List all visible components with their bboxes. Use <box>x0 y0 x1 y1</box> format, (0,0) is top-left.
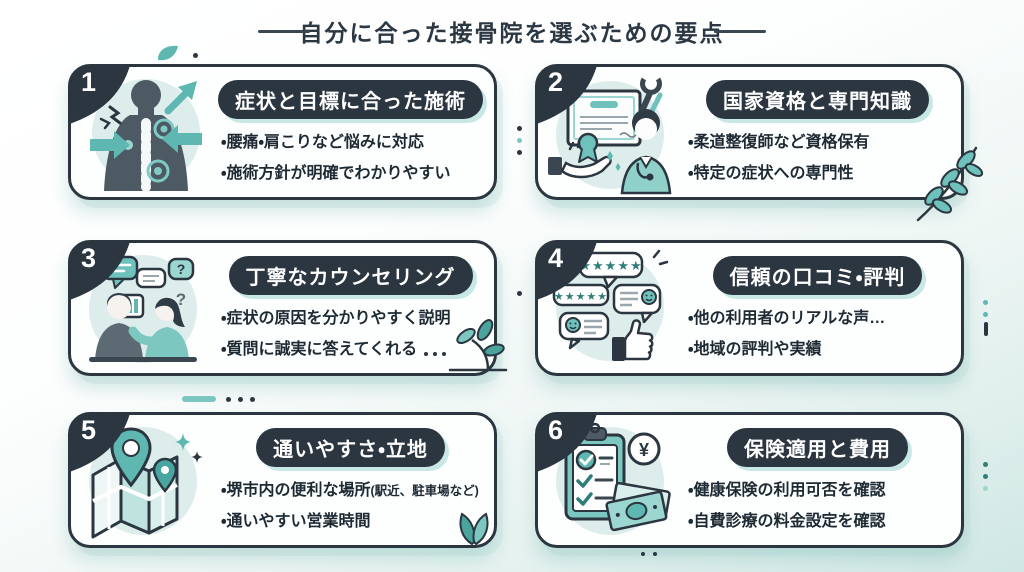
decor-dot <box>424 352 428 356</box>
card-number: 6 <box>548 415 564 445</box>
leaf-twin-icon <box>452 510 496 551</box>
card-title: 症状と目標に合った施術 <box>218 80 483 119</box>
decor-dot <box>983 474 988 479</box>
card-number-badge: 2 <box>535 64 601 126</box>
decor-dot <box>641 552 645 556</box>
card-number-badge: 6 <box>535 412 601 474</box>
card-bullet: ・腰痛・肩こりなど悩みに対応 <box>221 134 424 151</box>
card-number: 4 <box>548 243 564 273</box>
spine-treatment-icon <box>79 67 213 197</box>
card-number-badge: 5 <box>68 412 134 474</box>
decor-dot <box>226 397 231 402</box>
leaf-branch-icon <box>912 140 984 229</box>
card-title: 丁寧なカウンセリング <box>228 256 473 295</box>
card-bullet: ・堺市内の便利な場所(駅近、駐車場など) <box>221 482 479 499</box>
decor-dot <box>433 352 437 356</box>
card-bullet: ・柔道整復師など資格保有 <box>688 134 870 151</box>
card-bullet: ・施術方針が明確でわかりやすい <box>221 165 451 183</box>
card-bullet: ・地域の評判や実績 <box>688 341 822 359</box>
card-access-location: 通いやすさ・立地 ・堺市内の便利な場所(駅近、駐車場など) ・通いやすい営業時間… <box>68 412 497 548</box>
insurance-cost-icon: ¥ <box>546 415 680 545</box>
svg-text:★★★★★: ★★★★★ <box>554 291 608 303</box>
card-title: 保険適用と費用 <box>727 428 908 467</box>
card-number: 3 <box>81 243 97 273</box>
decor-dot <box>983 486 988 491</box>
card-bullet: ・通いやすい営業時間 <box>221 513 371 531</box>
title-rule-left <box>258 30 310 33</box>
card-counseling: ? ? 丁寧なカウンセリング ・症状の原因を分かりやすく説明 ・質問に誠実に答え… <box>68 240 497 376</box>
decor-dash <box>182 396 216 402</box>
certificate-doctor-icon <box>546 67 680 197</box>
card-insurance-cost: ¥ 保険適用と費用 ・健康保険の利用可否を確認 ・自費診療の料金設定を確認 6 <box>535 412 964 548</box>
svg-text:★★★★★: ★★★★★ <box>579 258 642 273</box>
card-treatment: 症状と目標に合った施術 ・腰痛・肩こりなど悩みに対応 ・施術方針が明確でわかりや… <box>68 64 497 200</box>
card-bullet: ・質問に誠実に答えてくれる <box>221 341 418 359</box>
decor-dot <box>193 53 198 58</box>
svg-text:¥: ¥ <box>639 440 649 460</box>
card-number-badge: 1 <box>68 64 134 126</box>
decor-dot <box>983 300 988 305</box>
card-title: 国家資格と専門知識 <box>706 80 929 119</box>
decor-dot <box>983 462 988 467</box>
card-title: 通いやすさ・立地 <box>256 428 445 467</box>
card-number: 1 <box>81 67 97 97</box>
decor-dot <box>238 397 243 402</box>
decor-dot <box>517 138 522 143</box>
card-bullet: ・自費診療の料金設定を確認 <box>688 513 886 531</box>
map-location-icon <box>79 415 213 545</box>
counseling-chat-icon: ? ? <box>79 243 213 373</box>
decor-dash <box>984 322 988 336</box>
decor-dot <box>517 126 522 131</box>
reviews-rating-icon: ★★★★★ ★★★★★ <box>546 243 680 373</box>
title-rule-right <box>714 30 766 33</box>
leaf-top-icon <box>156 44 182 67</box>
card-bullet: ・症状の原因を分かりやすく説明 <box>221 310 451 327</box>
card-reviews: ★★★★★ ★★★★★ 信頼の口コミ <box>535 240 964 376</box>
decor-dot <box>653 552 657 556</box>
decor-dot <box>442 352 446 356</box>
decor-dot <box>250 397 255 402</box>
svg-text:?: ? <box>177 261 186 277</box>
leaf-sprig-icon <box>448 318 512 379</box>
card-title: 信頼の口コミ・評判 <box>712 256 923 295</box>
card-qualification: 国家資格と専門知識 ・柔道整復師など資格保有 ・特定の症状への専門性 2 <box>535 64 964 200</box>
card-number-badge: 3 <box>68 240 134 302</box>
page-title: 自分に合った接骨院を選ぶための要点 <box>299 20 725 46</box>
svg-text:?: ? <box>176 290 186 309</box>
decor-dot <box>983 312 988 317</box>
decor-dot <box>517 291 522 296</box>
card-bullet: ・特定の症状への専門性 <box>688 165 854 183</box>
card-number: 5 <box>81 415 97 445</box>
card-number: 2 <box>548 67 564 97</box>
card-bullet: ・健康保険の利用可否を確認 <box>688 482 886 499</box>
decor-dot <box>517 150 522 155</box>
card-bullet: ・他の利用者のリアルな声… <box>688 310 886 327</box>
card-number-badge: 4 <box>535 240 601 302</box>
